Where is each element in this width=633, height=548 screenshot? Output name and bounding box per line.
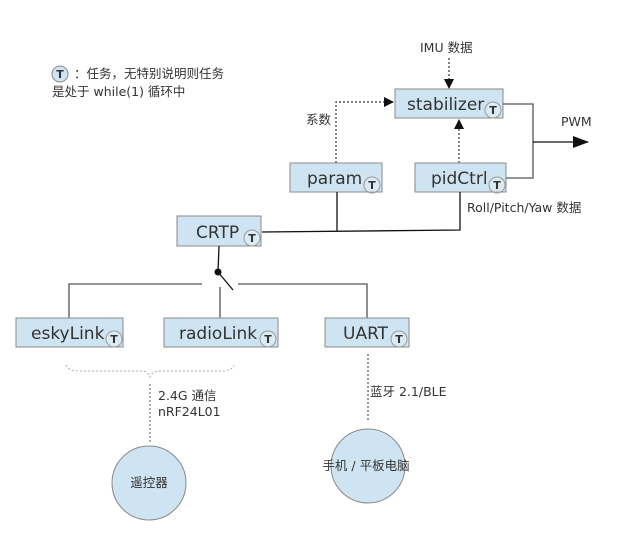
task-badge-icon: T bbox=[488, 176, 506, 194]
esky-branch-line bbox=[68, 283, 202, 318]
radio-label-line2: nRF24L01 bbox=[158, 404, 221, 419]
node-crtp-label: CRTP bbox=[196, 223, 239, 243]
radio-label-line1: 2.4G 通信 bbox=[158, 388, 217, 403]
svg-text:T: T bbox=[395, 333, 403, 346]
rpy-data-label: Roll/Pitch/Yaw 数据 bbox=[467, 200, 581, 215]
node-radiolink-label: radioLink bbox=[179, 324, 257, 344]
node-param[interactable]: param T bbox=[289, 162, 383, 194]
task-badge-icon: T bbox=[363, 176, 381, 194]
node-pidctrl[interactable]: pidCtrl T bbox=[414, 162, 507, 194]
node-remote[interactable]: 遥控器 bbox=[111, 445, 187, 521]
legend-line-2: 是处于 while(1) 循环中 bbox=[52, 84, 185, 99]
legend: T ：任务，无特别说明则任务 是处于 while(1) 循环中 bbox=[51, 65, 224, 99]
node-remote-label: 遥控器 bbox=[130, 475, 168, 490]
svg-text:T: T bbox=[264, 333, 272, 346]
task-badge-icon: T bbox=[259, 330, 277, 348]
legend-line-1: ：任务，无特别说明则任务 bbox=[74, 66, 224, 81]
node-eskylink[interactable]: eskyLink T bbox=[15, 317, 124, 348]
crtp-switch-line bbox=[217, 245, 220, 273]
node-stabilizer-label: stabilizer bbox=[407, 95, 484, 115]
coeff-label: 系数 bbox=[306, 112, 332, 127]
radio-brace bbox=[65, 364, 235, 379]
node-phone-label: 手机 / 平板电脑 bbox=[322, 458, 409, 473]
node-phone[interactable]: 手机 / 平板电脑 bbox=[322, 428, 410, 504]
node-radiolink[interactable]: radioLink T bbox=[163, 317, 279, 348]
pwm-bracket-line bbox=[503, 103, 534, 179]
svg-text:T: T bbox=[56, 68, 64, 81]
bt-label: 蓝牙 2.1/BLE bbox=[370, 384, 447, 399]
node-pidctrl-label: pidCtrl bbox=[431, 169, 488, 189]
switch-lever bbox=[217, 271, 234, 291]
task-badge-icon: T bbox=[484, 101, 502, 119]
task-badge-icon: T bbox=[51, 65, 69, 83]
task-badge-icon: T bbox=[390, 330, 408, 348]
task-badge-icon: T bbox=[105, 330, 123, 348]
task-badge-icon: T bbox=[243, 229, 261, 247]
pwm-label: PWM bbox=[561, 114, 592, 129]
svg-text:T: T bbox=[493, 179, 501, 192]
node-eskylink-label: eskyLink bbox=[31, 324, 105, 344]
svg-text:T: T bbox=[489, 104, 497, 117]
svg-text:T: T bbox=[110, 333, 118, 346]
svg-text:T: T bbox=[248, 232, 256, 245]
coeff-arrow bbox=[335, 97, 394, 163]
node-stabilizer[interactable]: stabilizer T bbox=[394, 88, 504, 119]
crtp-pidctrl-line bbox=[261, 192, 461, 233]
imu-data-label: IMU 数据 bbox=[420, 40, 473, 55]
uart-branch-line bbox=[238, 283, 368, 318]
node-crtp[interactable]: CRTP T bbox=[176, 215, 262, 247]
svg-text:T: T bbox=[368, 179, 376, 192]
node-uart[interactable]: UART T bbox=[324, 317, 410, 348]
node-param-label: param bbox=[307, 169, 362, 189]
node-uart-label: UART bbox=[343, 324, 389, 344]
